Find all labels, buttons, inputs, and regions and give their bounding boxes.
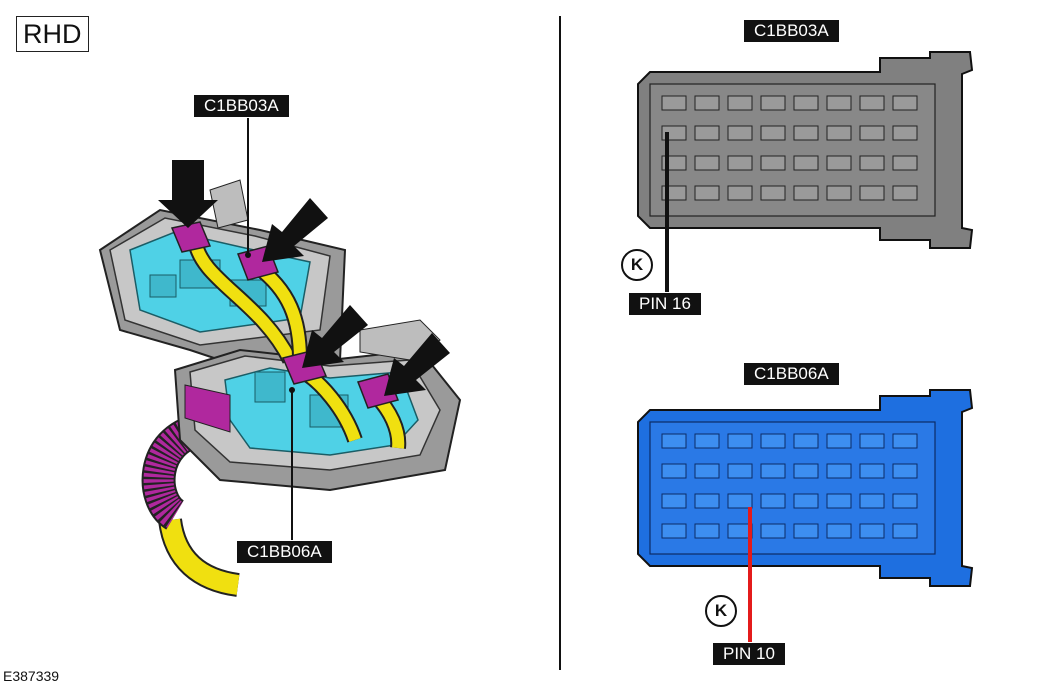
cavity xyxy=(892,523,918,539)
cavity xyxy=(694,125,720,141)
cavity xyxy=(892,125,918,141)
cavity xyxy=(661,463,687,479)
cavity xyxy=(892,493,918,509)
key-k-top: K xyxy=(621,249,653,281)
cavity xyxy=(760,155,786,171)
cavity xyxy=(859,155,885,171)
cavity xyxy=(727,95,753,111)
cavity xyxy=(859,463,885,479)
cavity xyxy=(859,95,885,111)
cavity xyxy=(826,523,852,539)
cavity xyxy=(892,185,918,201)
fusebox-illustration xyxy=(98,118,462,597)
cavity xyxy=(694,493,720,509)
cavity xyxy=(826,433,852,449)
cavity xyxy=(760,463,786,479)
cavity xyxy=(892,463,918,479)
cavity xyxy=(892,95,918,111)
cavity xyxy=(694,185,720,201)
cavity xyxy=(727,185,753,201)
cavity xyxy=(826,493,852,509)
key-k-bottom: K xyxy=(705,595,737,627)
cavity xyxy=(727,433,753,449)
callout-c1bb03a-left: C1BB03A xyxy=(194,95,289,117)
cavity xyxy=(727,493,753,509)
cavity xyxy=(661,493,687,509)
cavity xyxy=(727,125,753,141)
cavity xyxy=(826,95,852,111)
cavity xyxy=(793,155,819,171)
cavity xyxy=(859,125,885,141)
cavity xyxy=(793,523,819,539)
cavity xyxy=(826,155,852,171)
cavity xyxy=(826,463,852,479)
cavity xyxy=(892,155,918,171)
panel-divider xyxy=(559,16,561,670)
rhd-badge: RHD xyxy=(16,16,89,52)
figure-id: E387339 xyxy=(3,668,60,684)
cavity xyxy=(661,523,687,539)
callout-c1bb06a-left: C1BB06A xyxy=(237,541,332,563)
cavity xyxy=(727,155,753,171)
cavity xyxy=(859,433,885,449)
cavity xyxy=(892,433,918,449)
cavity xyxy=(793,95,819,111)
pin-16-label: PIN 16 xyxy=(629,293,701,315)
cavity xyxy=(760,493,786,509)
cavity xyxy=(826,125,852,141)
cavity xyxy=(661,433,687,449)
cavity xyxy=(694,95,720,111)
cavity xyxy=(859,523,885,539)
connector-c1bb06a-face xyxy=(637,389,974,587)
cavity xyxy=(694,433,720,449)
cavity xyxy=(793,463,819,479)
cavity xyxy=(760,95,786,111)
cavity xyxy=(694,155,720,171)
cavity xyxy=(826,185,852,201)
cavity xyxy=(694,463,720,479)
connector-c1bb03a-face xyxy=(637,51,974,249)
title-c1bb03a: C1BB03A xyxy=(744,20,839,42)
cavity xyxy=(859,493,885,509)
cavity xyxy=(793,493,819,509)
title-c1bb06a: C1BB06A xyxy=(744,363,839,385)
cavity xyxy=(661,95,687,111)
cavity xyxy=(760,523,786,539)
cavity xyxy=(760,185,786,201)
cavity xyxy=(760,125,786,141)
cavity xyxy=(760,433,786,449)
pin-10-label: PIN 10 xyxy=(713,643,785,665)
cavity xyxy=(727,463,753,479)
cavity xyxy=(793,125,819,141)
cavity xyxy=(694,523,720,539)
cavity xyxy=(793,433,819,449)
cavity xyxy=(859,185,885,201)
cavity xyxy=(793,185,819,201)
